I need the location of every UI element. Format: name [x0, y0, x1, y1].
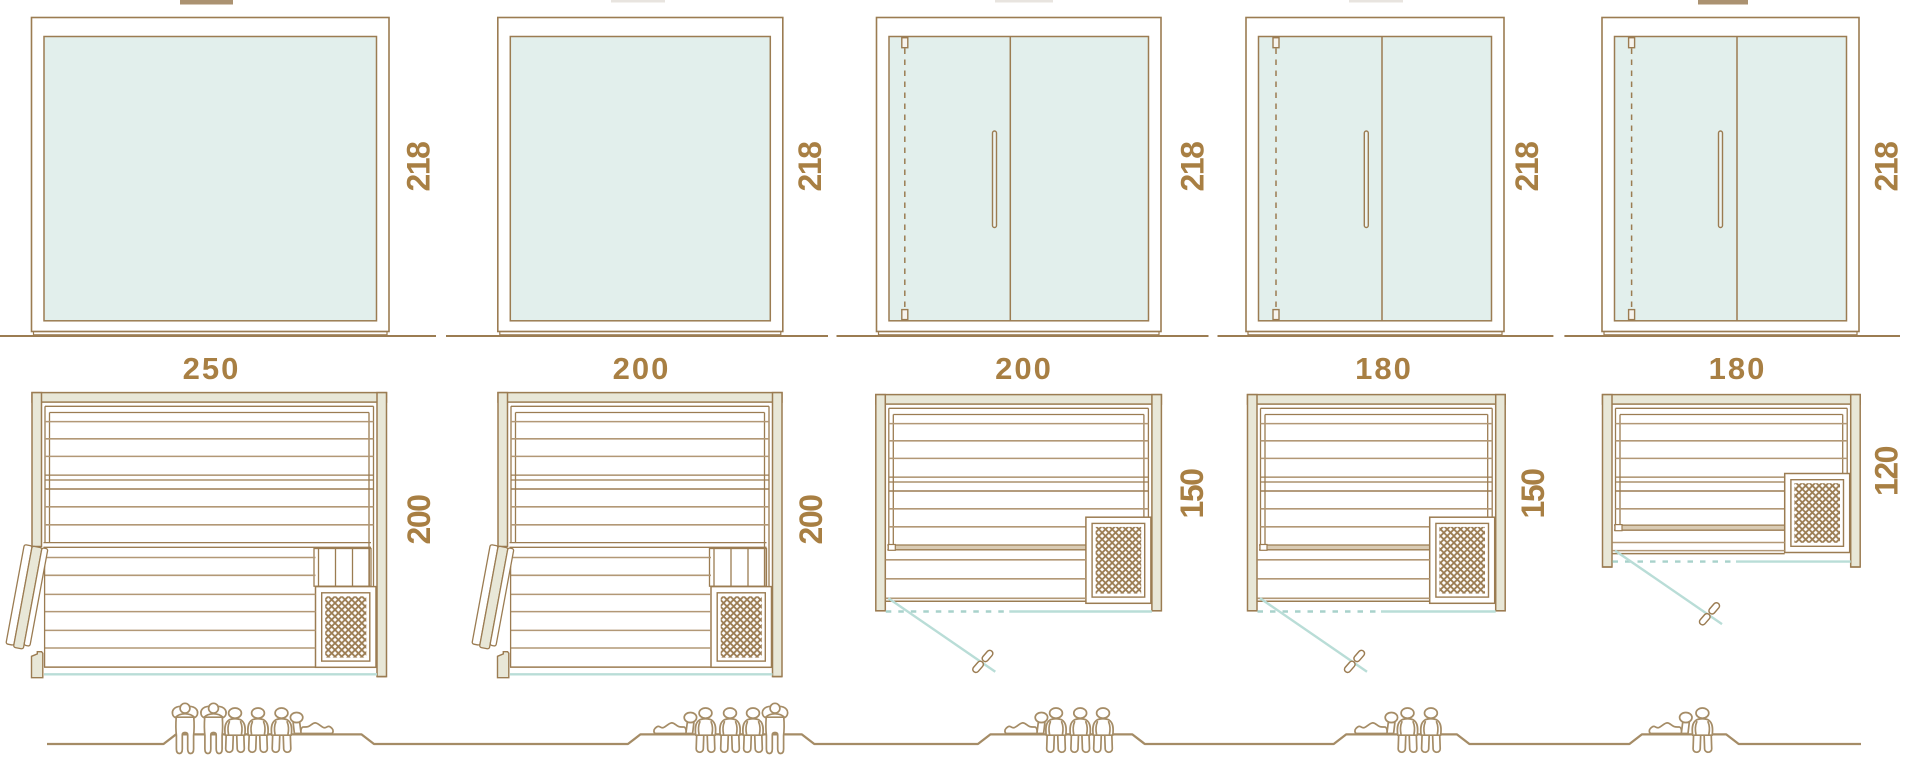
svg-text:218: 218 [400, 142, 436, 192]
svg-text:200: 200 [995, 351, 1053, 386]
svg-text:180: 180 [1355, 351, 1413, 386]
svg-text:200: 200 [793, 495, 829, 545]
svg-text:150: 150 [1174, 469, 1210, 519]
svg-text:218: 218 [1509, 142, 1545, 192]
svg-text:218: 218 [792, 142, 828, 192]
svg-text:250: 250 [183, 351, 241, 386]
svg-text:218: 218 [1174, 142, 1210, 192]
svg-text:200: 200 [613, 351, 671, 386]
svg-text:150: 150 [1515, 469, 1551, 519]
svg-text:200: 200 [401, 495, 437, 545]
svg-text:180: 180 [1709, 351, 1767, 386]
svg-text:120: 120 [1868, 446, 1904, 496]
svg-text:218: 218 [1868, 142, 1904, 192]
